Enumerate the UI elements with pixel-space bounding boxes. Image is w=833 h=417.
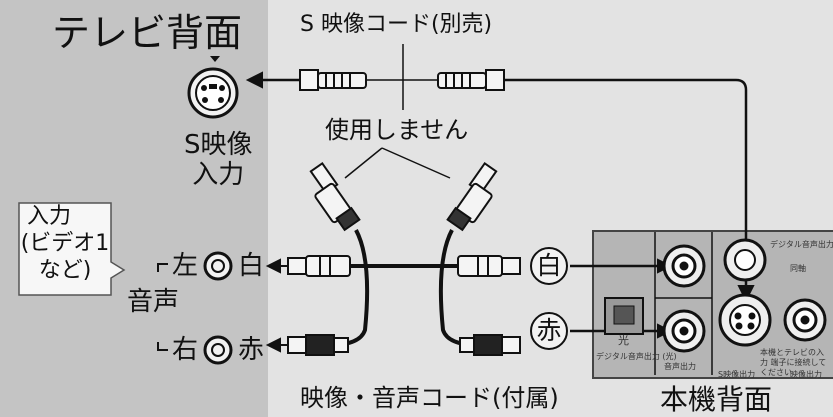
audio-out-label: 音声出力 (664, 362, 696, 371)
tv-svideo-jack (187, 56, 239, 119)
av-cable-label: 映像・音声コード(付属) (300, 384, 559, 412)
tv-back-title: テレビ背面 (52, 11, 243, 55)
tv-audio-jacks (157, 251, 233, 365)
svideo-input-line1: S映像 (184, 130, 253, 160)
unit-red-label: 赤 (530, 312, 568, 350)
svideo-cable-label: S 映像コード(別売) (300, 12, 493, 37)
tv-red-label: 赤 (238, 335, 265, 365)
svideo-out-text: S映像出力 (718, 370, 756, 379)
callout-line3: など) (38, 258, 92, 283)
svideo-cable (245, 44, 755, 303)
callout-line1: 入力 (27, 204, 72, 229)
tv-connect-text: 本機とテレビの入力 端子に接続してください (760, 348, 827, 377)
video-out-text: 映像出力 (790, 370, 822, 379)
coax-text: 同軸 (790, 264, 806, 273)
left-channel-label: 左 (172, 251, 199, 281)
unit-jacks (604, 232, 827, 375)
input-callout-bubble (18, 202, 126, 296)
av-cable (265, 161, 673, 356)
callout-line2: (ビデオ1 (20, 231, 110, 256)
audio-label: 音声 (127, 287, 180, 317)
not-used-label: 使用しません (325, 116, 469, 144)
digital-audio-text: デジタル音声出力 (770, 240, 833, 249)
not-used-leaders (344, 147, 451, 179)
input-callout: 入力 (ビデオ1 など) (19, 203, 111, 295)
right-channel-label: 右 (172, 335, 199, 365)
tv-white-label: 白 (238, 251, 265, 281)
unit-back-title: 本機背面 (660, 383, 773, 416)
optical-label: 光 (618, 334, 629, 347)
unit-white-label: 白 (530, 247, 568, 285)
svideo-input-line2: 入力 (192, 160, 245, 190)
tv-svideo-input-label: S映像 入力 (184, 130, 253, 190)
optical-panel-text: デジタル音声出力 (光) (596, 352, 677, 361)
